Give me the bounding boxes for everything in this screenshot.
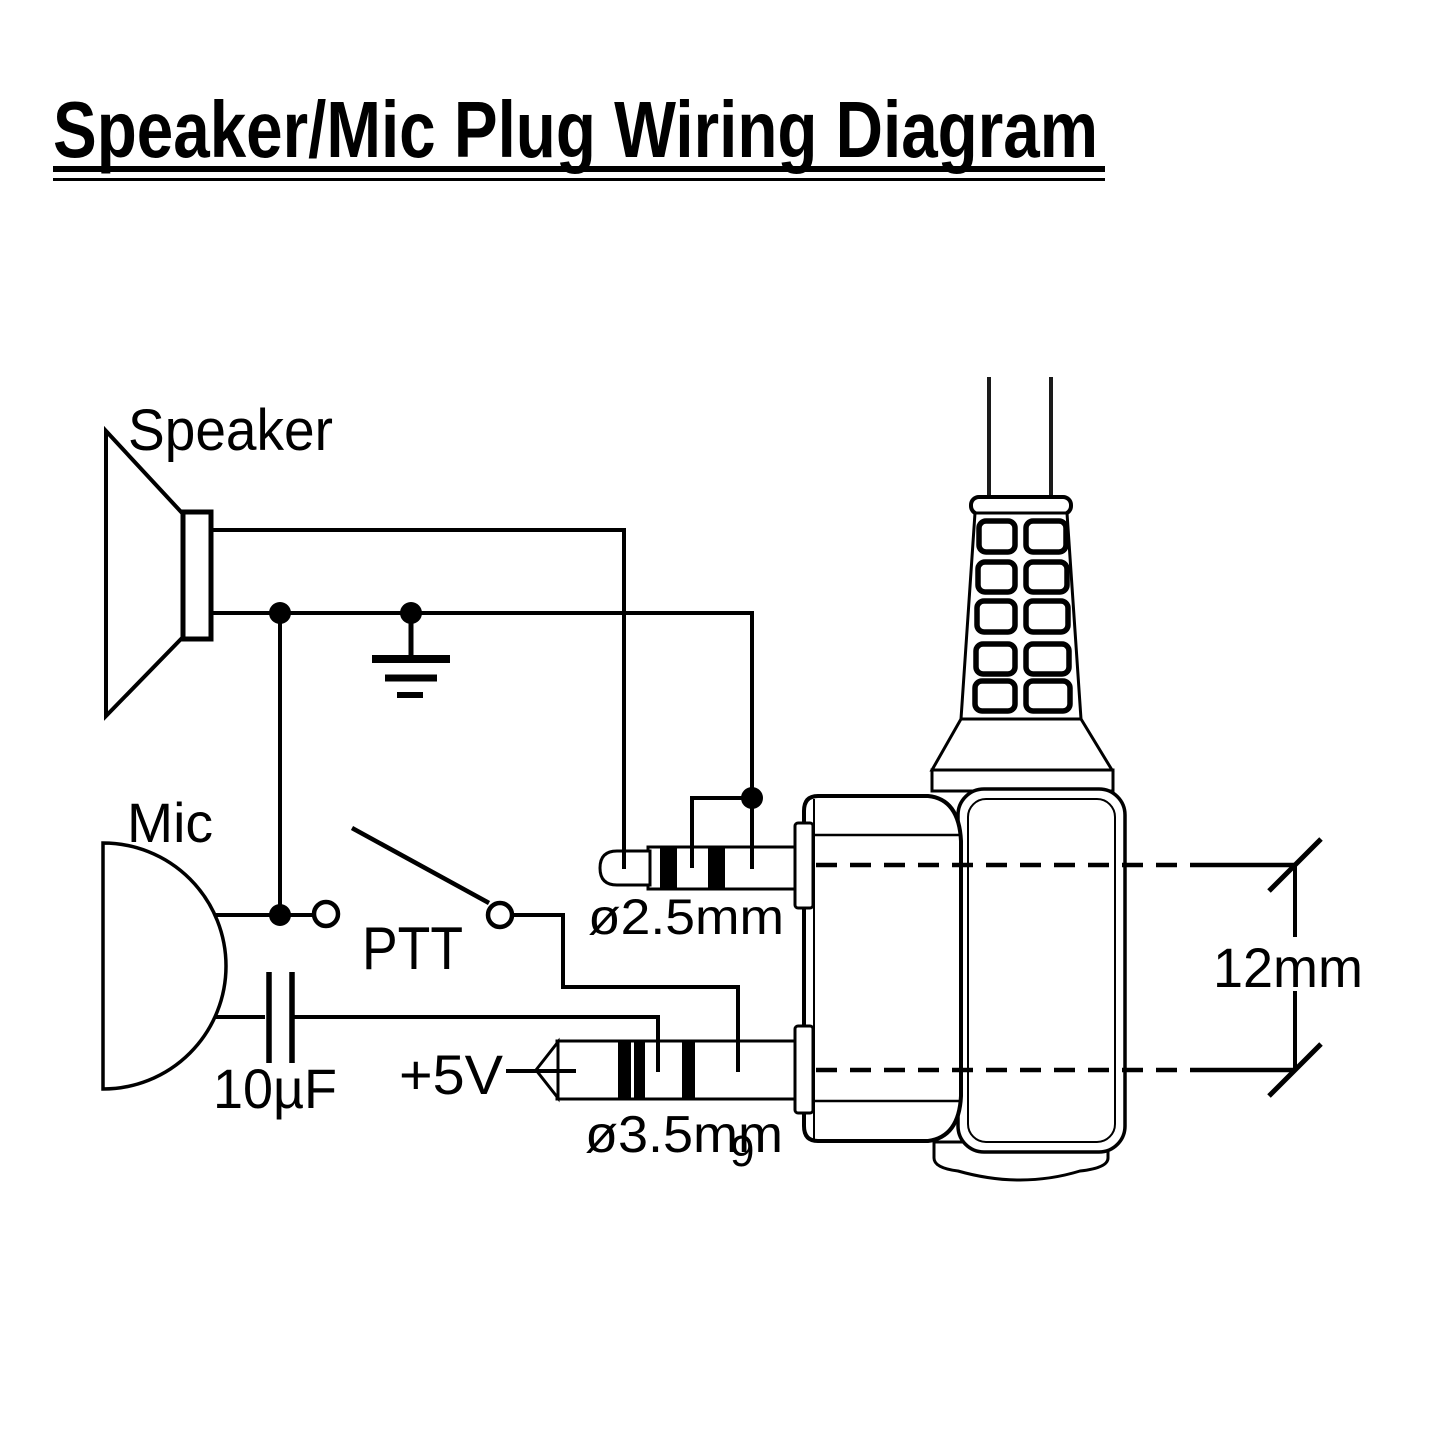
dimension-label: 12mm xyxy=(1213,936,1363,999)
speaker-symbol xyxy=(104,425,214,721)
ptt-label: PTT xyxy=(362,915,463,982)
plug-3-5mm xyxy=(534,1037,797,1103)
capacitor-symbol xyxy=(266,972,295,1063)
title-rule-thin xyxy=(53,178,1105,181)
strain-relief-flare xyxy=(929,717,1115,772)
wire-speaker-minus-ground xyxy=(211,611,754,869)
stray-digit: 9 xyxy=(730,1127,754,1176)
ptt-switch xyxy=(311,826,515,930)
junction-dot xyxy=(400,602,422,624)
wire-ring-branch xyxy=(690,796,752,868)
capacitor-label: 10µF xyxy=(213,1057,337,1120)
strain-relief xyxy=(929,495,1115,793)
connector-body-front xyxy=(802,794,963,1143)
wire-ptt-to-sleeve xyxy=(513,913,740,1072)
plug-2-5mm xyxy=(598,845,797,891)
wire-speaker-plus xyxy=(211,528,626,869)
mic-label: Mic xyxy=(127,791,213,854)
large-plug-flange xyxy=(793,1024,815,1115)
center-lines xyxy=(816,862,1295,1073)
page-title: Speaker/Mic Plug Wiring Diagram xyxy=(53,85,1098,174)
small-plug-label: ø2.5mm xyxy=(588,889,784,945)
title-rule-thick xyxy=(53,166,1105,172)
wire-cap-to-ring xyxy=(293,1015,660,1072)
mic-symbol xyxy=(101,841,228,1091)
junction-dot xyxy=(269,602,291,624)
strain-relief-grip-holes xyxy=(972,518,1073,714)
wires xyxy=(211,528,754,1073)
junction-dot xyxy=(269,904,291,926)
large-plug-label: ø3.5mm xyxy=(585,1106,783,1164)
ptt-contact-left xyxy=(311,899,341,929)
speaker-label: Speaker xyxy=(128,398,333,463)
dimension-12mm xyxy=(1267,837,1323,1098)
cable xyxy=(987,377,1053,500)
ptt-contact-right xyxy=(485,900,515,930)
junction-dot xyxy=(741,787,763,809)
supply-label: +5V xyxy=(399,1043,504,1106)
junction-dots xyxy=(269,602,763,926)
connector-body-rear xyxy=(956,787,1127,1154)
small-plug-flange xyxy=(793,821,815,910)
